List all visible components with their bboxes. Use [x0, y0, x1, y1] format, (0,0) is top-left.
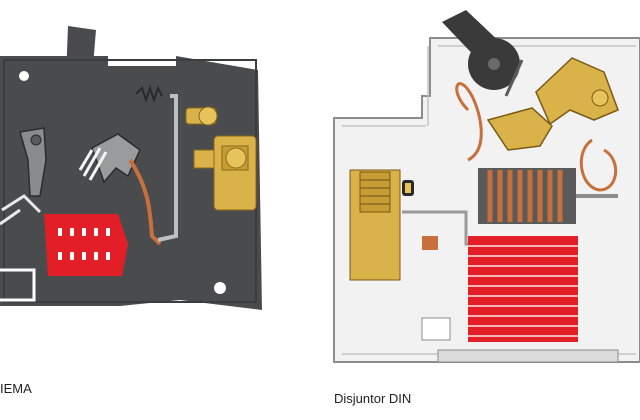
din-rail-clip	[437, 349, 619, 363]
din-latch-mechanism	[535, 57, 619, 126]
nema-arc-chute-slots	[58, 228, 110, 260]
nema-contact-arm	[91, 133, 141, 184]
din-latch-pivot	[591, 89, 609, 107]
din-copper-braid	[579, 138, 618, 192]
din-line-terminal-screw	[359, 171, 391, 213]
nema-terminal-screw-head	[225, 147, 247, 169]
nema-mount-hole	[214, 282, 226, 294]
din-terminal-screw-thread	[360, 179, 390, 205]
nema-caption: IEMA	[0, 381, 32, 396]
din-indicator-window	[405, 183, 411, 193]
nema-terminal-screw-head	[198, 106, 218, 126]
nema-base-clip	[0, 268, 36, 302]
din-handle-pivot-center	[488, 58, 500, 70]
din-contact-arm	[486, 107, 553, 151]
nema-pivot	[30, 134, 42, 146]
din-arc-chute	[468, 236, 578, 342]
din-caption: Disjuntor DIN	[334, 391, 412, 406]
din-copper-braid	[455, 82, 483, 162]
din-breaker-illustration	[333, 10, 640, 363]
din-breaker-diagram	[318, 0, 640, 380]
nema-copper-braid	[128, 158, 162, 246]
nema-breaker-illustration	[0, 26, 262, 310]
din-housing-inner	[342, 45, 636, 355]
din-linkage	[504, 59, 524, 97]
nema-bimetal-strip	[78, 147, 108, 181]
nema-breaker-diagram	[0, 0, 300, 360]
nema-bus-bar	[157, 94, 178, 242]
nema-latch-spring	[135, 84, 163, 104]
din-arc-chute-plates	[468, 245, 578, 337]
nema-arc-chute	[44, 214, 128, 276]
nema-terminal-arm	[193, 149, 215, 169]
din-rail-slot	[421, 317, 451, 341]
nema-trip-lever	[19, 127, 47, 197]
din-copper-contact	[422, 236, 438, 250]
nema-conductor	[0, 194, 42, 226]
nema-mount-hole	[19, 71, 29, 81]
din-trip-coil	[487, 170, 563, 222]
